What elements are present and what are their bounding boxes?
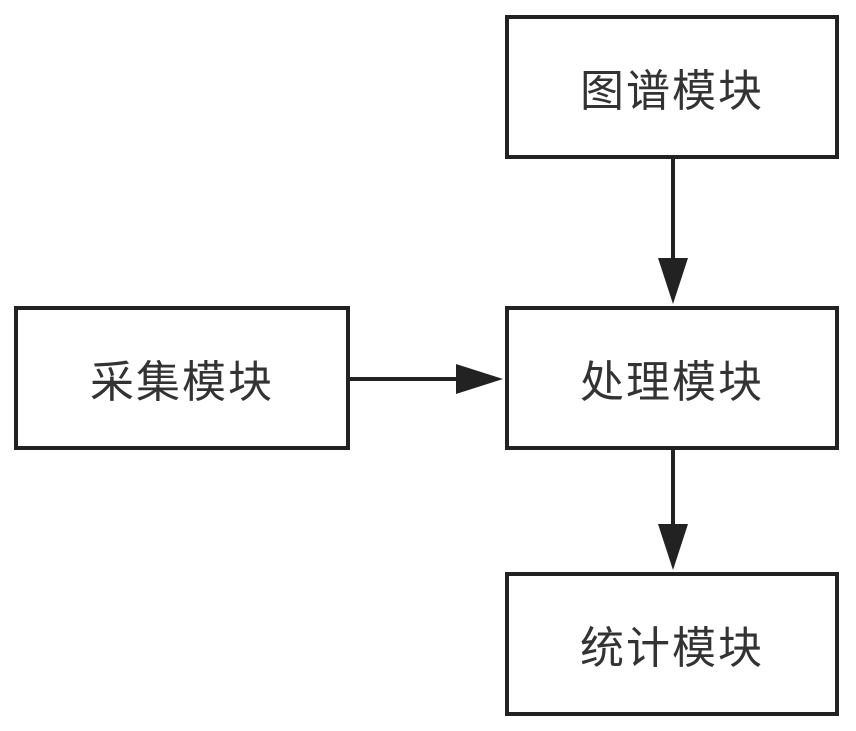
processing-module-box: 处理模块 [505, 306, 839, 450]
atlas-module-box: 图谱模块 [505, 15, 839, 159]
edge-acquisition-to-processing [350, 364, 503, 394]
edge-atlas-to-processing-arrowhead [658, 258, 688, 304]
acquisition-module-box: 采集模块 [14, 306, 350, 450]
edge-processing-to-statistics-arrowhead [658, 524, 688, 570]
atlas-module-label: 图谱模块 [580, 66, 764, 117]
edge-processing-to-statistics [658, 450, 688, 570]
statistics-module-box: 统计模块 [505, 572, 839, 716]
acquisition-module-label: 采集模块 [90, 357, 274, 408]
edge-acquisition-to-processing-arrowhead [456, 364, 503, 394]
edge-atlas-to-processing [658, 159, 688, 304]
statistics-module-label: 统计模块 [580, 623, 764, 674]
processing-module-label: 处理模块 [580, 357, 764, 408]
